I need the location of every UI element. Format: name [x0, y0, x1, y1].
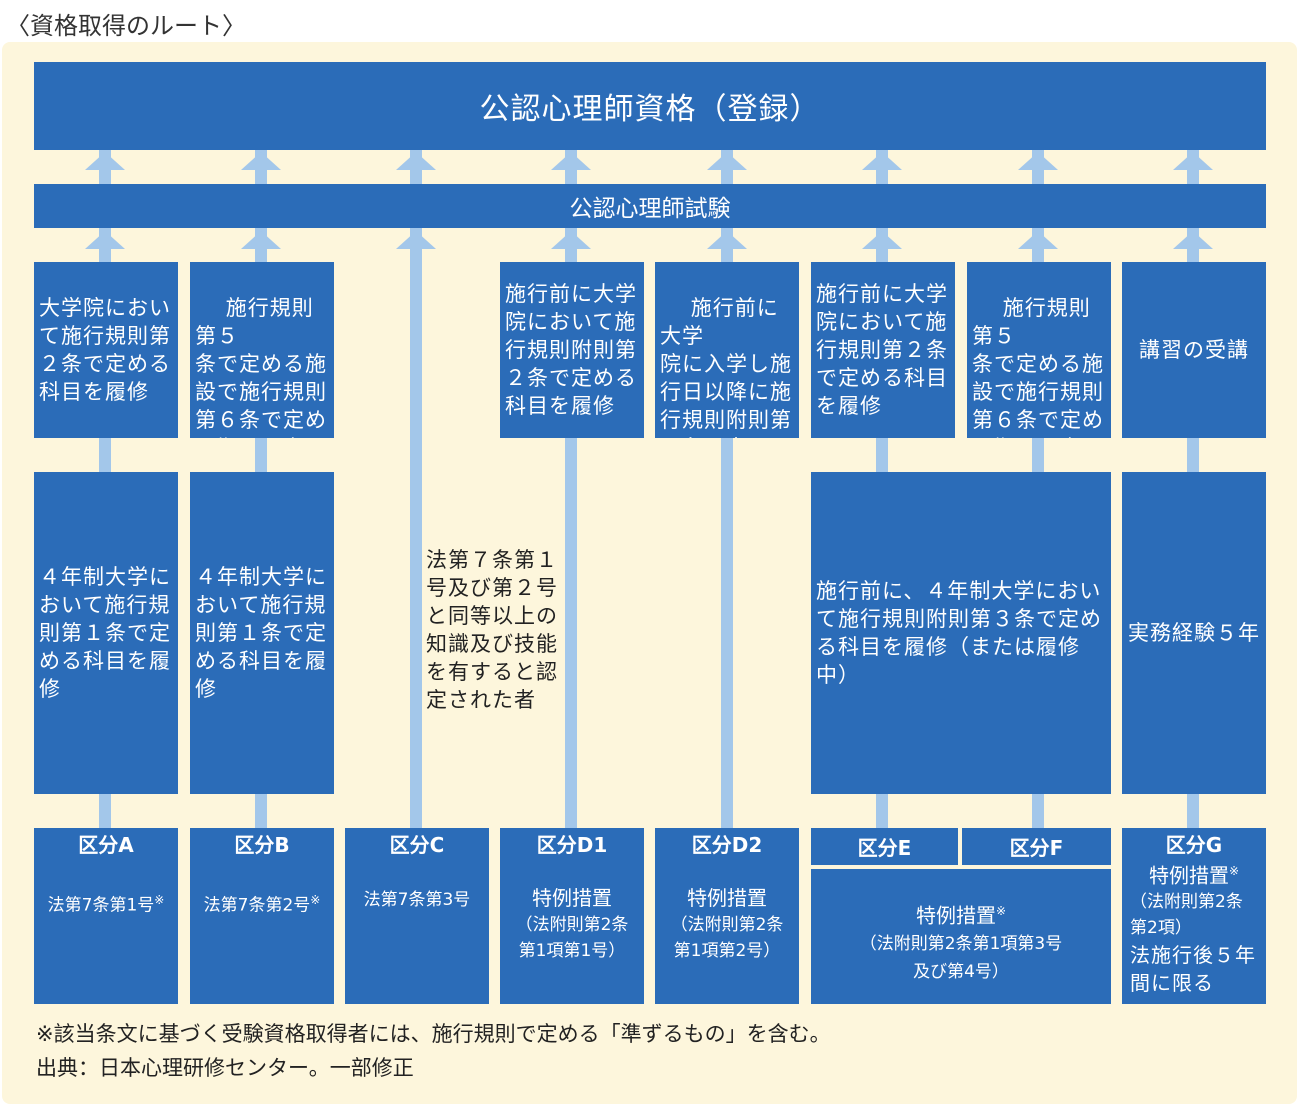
law-reference: 法第7条第1号 — [47, 895, 155, 916]
page-heading: 〈資格取得のルート〉 — [6, 12, 246, 40]
requirement-box-b: 施行規則第５ 条で定める施 設で施行規則 第６条で定め る期間以上の 実務経験 — [190, 262, 334, 438]
undergrad-box-ef: 施行前に、４年制大学におい て施行規則附則第３条で定め る科目を履修（または履修… — [811, 472, 1111, 794]
work-experience-box-g: 実務経験５年 — [1122, 472, 1266, 794]
arrow-up-icon — [85, 152, 125, 170]
requirement-text-b: 施行規則第５ 条で定める施 設で施行規則 第６条で定め る期間以上の 実務経験 — [195, 296, 327, 438]
special-measure-reference: （法附則第2条 第1項第2号） — [670, 915, 784, 961]
category-box-ef-special: 特例措置※ （法附則第2条第1項第3号 及び第4号） — [811, 869, 1111, 1004]
special-measure-label: 特例措置 — [687, 886, 767, 910]
qualification-banner: 公認心理師資格（登録） — [34, 62, 1266, 150]
requirement-box-d2: 施行前に大学 院に入学し施 行日以降に施 行規則附則第 ２条で定める 科目を履修 — [655, 262, 799, 438]
requirement-text-f: 施行規則第５ 条で定める施 設で施行規則 第６条で定め る期間以上の 実務経験 — [972, 296, 1104, 438]
work-experience-text-g: 実務経験５年 — [1128, 621, 1260, 645]
time-limit-note: 法施行後５年 間に限る — [1130, 942, 1256, 995]
undergrad-text-b: ４年制大学に おいて施行規 則第１条で定 める科目を履 修 — [195, 565, 327, 701]
note-mark: ※ — [310, 893, 321, 907]
category-title: 区分D1 — [536, 833, 608, 857]
source-note: 出典：日本心理研修センター。一部修正 — [36, 1056, 414, 1080]
category-box-e: 区分E — [811, 828, 958, 865]
category-box-b: 区分B 法第7条第2号※ — [190, 828, 334, 1004]
arrow-up-icon — [707, 152, 747, 170]
arrow-up-icon — [707, 231, 747, 249]
arrow-up-icon — [551, 152, 591, 170]
qualification-title: 公認心理師資格（登録） — [479, 92, 821, 127]
exam-banner: 公認心理師試験 — [34, 184, 1266, 228]
category-c-description: 法第７条第１ 号及び第２号 と同等以上の 知識及び技能 を有すると認 定された者 — [426, 548, 558, 712]
special-measure-label: 特例措置 — [915, 903, 996, 928]
arrow-up-icon — [1173, 231, 1213, 249]
category-box-g: 区分G 特例措置※ （法附則第2条 第2項） 法施行後５年 間に限る — [1122, 828, 1266, 1004]
category-title: 区分E — [857, 836, 912, 860]
requirement-box-a: 大学院におい て施行規則第 ２条で定める 科目を履修 — [34, 262, 178, 438]
special-measure-reference: （法附則第2条 第2項） — [1130, 891, 1243, 938]
undergrad-text-ef: 施行前に、４年制大学におい て施行規則附則第３条で定め る科目を履修（または履修… — [816, 579, 1102, 687]
arrow-up-icon — [862, 231, 902, 249]
category-box-d2: 区分D2 特例措置 （法附則第2条 第1項第2号） — [655, 828, 799, 1004]
requirement-text-g: 講習の受講 — [1139, 338, 1249, 362]
arrow-up-icon — [241, 231, 281, 249]
special-measure-reference: （法附則第2条 第1項第1号） — [515, 915, 629, 961]
connector-line-c — [410, 150, 422, 830]
undergrad-box-b: ４年制大学に おいて施行規 則第１条で定 める科目を履 修 — [190, 472, 334, 794]
note-mark: ※ — [154, 893, 165, 907]
category-box-a: 区分A 法第7条第1号※ — [34, 828, 178, 1004]
special-measure-label: 特例措置 — [1148, 863, 1229, 888]
arrow-up-icon — [396, 152, 436, 170]
category-title: 区分B — [234, 833, 290, 857]
arrow-up-icon — [551, 231, 591, 249]
category-title: 区分G — [1165, 833, 1223, 857]
category-title: 区分F — [1009, 836, 1064, 860]
note-mark: ※ — [1228, 864, 1240, 878]
arrow-up-icon — [241, 152, 281, 170]
connector-line-d2 — [721, 150, 733, 830]
requirement-box-g: 講習の受講 — [1122, 262, 1266, 438]
requirement-box-f: 施行規則第５ 条で定める施 設で施行規則 第６条で定め る期間以上の 実務経験 — [967, 262, 1111, 438]
arrow-up-icon — [396, 231, 436, 249]
exam-title: 公認心理師試験 — [569, 196, 731, 222]
requirement-text-d1: 施行前に大学 院において施 行規則附則第 ２条で定める 科目を履修 — [505, 282, 637, 418]
category-title: 区分A — [78, 833, 134, 857]
note-mark: ※ — [995, 904, 1007, 918]
arrow-up-icon — [1018, 152, 1058, 170]
footnote: ※該当条文に基づく受験資格取得者には、施行規則で定める「準ずるもの」を含む。 — [36, 1022, 831, 1046]
special-measure-label: 特例措置 — [532, 886, 612, 910]
law-reference: 法第7条第3号 — [363, 890, 471, 910]
arrow-up-icon — [1018, 231, 1058, 249]
arrow-up-icon — [85, 231, 125, 249]
special-measure-reference: （法附則第2条第1項第3号 及び第4号） — [859, 933, 1063, 982]
category-title: 区分C — [389, 833, 445, 857]
requirement-text-a: 大学院におい て施行規則第 ２条で定める 科目を履修 — [39, 296, 171, 404]
requirement-text-d2: 施行前に大学 院に入学し施 行日以降に施 行規則附則第 ２条で定める 科目を履修 — [660, 296, 792, 438]
arrow-up-icon — [862, 152, 902, 170]
requirement-text-e: 施行前に大学 院において施 行規則第２条 で定める科目 を履修 — [816, 282, 948, 418]
category-box-f: 区分F — [962, 828, 1111, 865]
category-box-c: 区分C 法第7条第3号 — [345, 828, 489, 1004]
undergrad-text-a: ４年制大学に おいて施行規 則第１条で定 める科目を履 修 — [39, 565, 171, 701]
connector-line-d1 — [565, 150, 577, 830]
requirement-box-e: 施行前に大学 院において施 行規則第２条 で定める科目 を履修 — [811, 262, 955, 438]
requirement-box-d1: 施行前に大学 院において施 行規則附則第 ２条で定める 科目を履修 — [500, 262, 644, 438]
category-title: 区分D2 — [691, 833, 763, 857]
undergrad-box-a: ４年制大学に おいて施行規 則第１条で定 める科目を履 修 — [34, 472, 178, 794]
arrow-up-icon — [1173, 152, 1213, 170]
law-reference: 法第7条第2号 — [203, 895, 311, 916]
category-box-d1: 区分D1 特例措置 （法附則第2条 第1項第1号） — [500, 828, 644, 1004]
